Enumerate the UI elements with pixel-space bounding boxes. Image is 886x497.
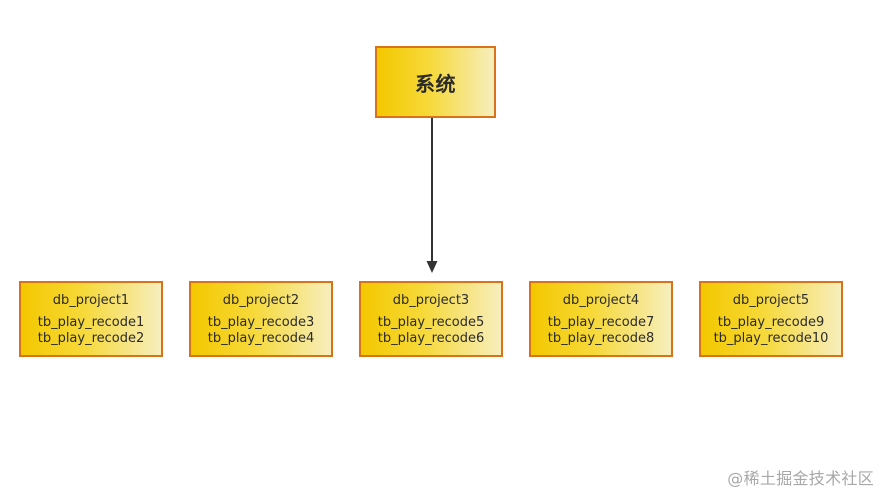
watermark-text: @稀土掘金技术社区 (727, 469, 874, 488)
db-node-table: tb_play_recode5 (377, 315, 485, 330)
db-node-title: db_project2 (222, 293, 300, 308)
root-node-system: 系统 (375, 46, 496, 118)
db-node-table: tb_play_recode6 (377, 331, 485, 346)
db-node-3: db_project3 tb_play_recode5 tb_play_reco… (359, 281, 503, 357)
root-node-label: 系统 (415, 71, 456, 96)
db-node-table: tb_play_recode1 (37, 315, 145, 330)
db-node-table: tb_play_recode2 (37, 331, 145, 346)
db-node-title: db_project3 (392, 293, 470, 308)
db-node-table: tb_play_recode7 (547, 315, 655, 330)
db-node-2: db_project2 tb_play_recode3 tb_play_reco… (189, 281, 333, 357)
db-node-title: db_project5 (732, 293, 810, 308)
db-node-table: tb_play_recode9 (717, 315, 825, 330)
db-node-table: tb_play_recode4 (207, 331, 315, 346)
db-node-table: tb_play_recode8 (547, 331, 655, 346)
db-node-table: tb_play_recode10 (713, 331, 829, 346)
db-node-title: db_project4 (562, 293, 640, 308)
db-node-1: db_project1 tb_play_recode1 tb_play_reco… (19, 281, 163, 357)
db-node-4: db_project4 tb_play_recode7 tb_play_reco… (529, 281, 673, 357)
db-node-title: db_project1 (52, 293, 130, 308)
db-node-table: tb_play_recode3 (207, 315, 315, 330)
connector-arrowhead (426, 261, 438, 273)
db-node-5: db_project5 tb_play_recode9 tb_play_reco… (699, 281, 843, 357)
